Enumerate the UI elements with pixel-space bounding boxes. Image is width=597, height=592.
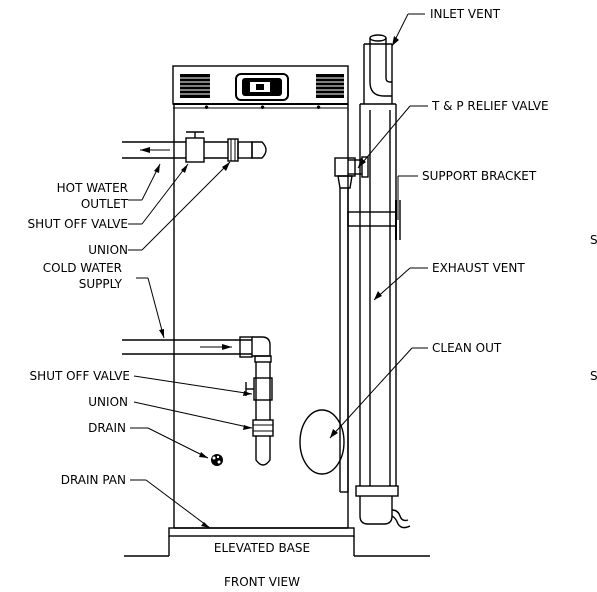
inlet-vent [360,34,396,105]
elevated-base [124,527,430,557]
label-drain: DRAIN [88,421,126,435]
label-elevated-base: ELEVATED BASE [214,541,310,555]
label-cold-water-supply-line2: SUPPLY [79,277,123,291]
svg-text:•: • [259,101,266,115]
hot-water-outlet-pipe [122,131,267,163]
label-tp-relief-valve: T & P RELIEF VALVE [431,99,549,113]
tp-relief-valve [334,156,369,493]
label-cold-water-supply-line1: COLD WATER [43,261,122,275]
drain-fitting [211,454,223,466]
label-front-view: FRONT VIEW [224,575,300,589]
label-exhaust-vent: EXHAUST VENT [432,261,525,275]
cold-water-supply-pipe [122,336,274,466]
label-inlet-vent: INLET VENT [430,7,501,21]
labels: INLET VENT T & P RELIEF VALVE SUPPORT BR… [28,7,597,589]
exhaust-vent [355,104,411,529]
label-edge-s-bottom: S [590,369,597,383]
svg-text:•: • [203,101,210,115]
label-hot-water-outlet-line2: OUTLET [81,197,129,211]
label-clean-out: CLEAN OUT [432,341,502,355]
louver-right [316,74,344,98]
label-drain-pan: DRAIN PAN [61,473,126,487]
control-display [235,73,289,101]
clean-out-access [299,409,345,475]
water-heater-cabinet: • • • [172,65,349,529]
label-shut-off-valve-top: SHUT OFF VALVE [28,217,128,231]
label-union-bottom: UNION [88,395,128,409]
louver-left [180,74,210,98]
label-hot-water-outlet-line1: HOT WATER [57,181,128,195]
label-edge-s-top: S [590,233,597,247]
label-support-bracket: SUPPORT BRACKET [422,169,537,183]
label-shut-off-valve-bottom: SHUT OFF VALVE [30,369,130,383]
leader-lines [128,13,428,529]
support-bracket [347,200,401,240]
label-union-top: UNION [88,243,128,257]
svg-text:•: • [315,101,322,115]
